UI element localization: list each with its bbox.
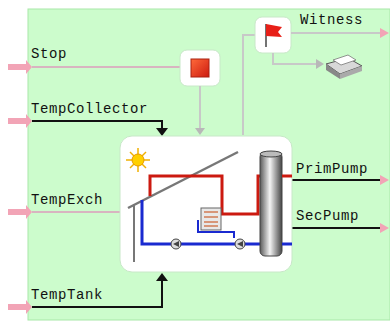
signal-name: SecPump [296, 209, 359, 224]
signal-name: TempCollector [31, 102, 148, 117]
signal-name: TempExch [31, 193, 103, 208]
signal-name: Stop [31, 47, 67, 62]
signal-name: Witness [300, 13, 363, 28]
signal-name: TempTank [31, 288, 103, 303]
signal-name: PrimPump [296, 162, 368, 177]
